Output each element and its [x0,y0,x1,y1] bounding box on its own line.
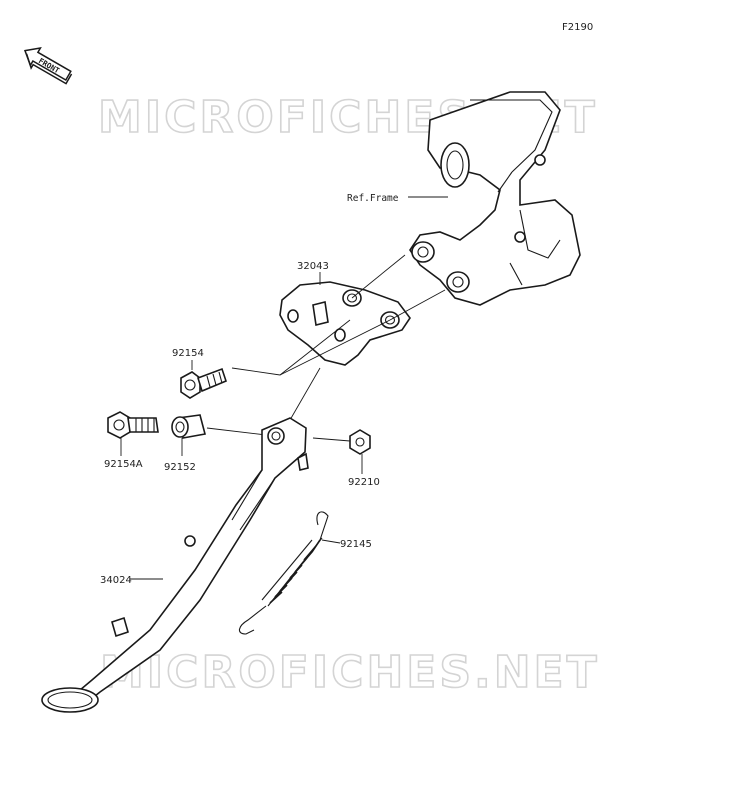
leader-stand-to-bracket [289,367,321,421]
label-92210: 92210 [348,477,380,488]
ref-frame: Ref.Frame [347,91,581,306]
label-32043: 32043 [297,261,329,272]
label-92154: 92154 [172,348,204,359]
label-92152: 92152 [164,462,196,473]
collar-92152: 92152 [164,414,276,473]
nut-92210: 92210 [312,429,380,488]
label-34024: 34024 [100,575,132,586]
bracket-32043: 32043 [279,254,446,366]
label-92154a: 92154A [104,459,143,470]
front-arrow-icon: FRONT [23,46,73,85]
watermark-bottom: MICROFICHES.NET [100,647,600,698]
ref-frame-label: Ref.Frame [347,193,399,204]
leader-bolt-to-bracket-2 [279,319,391,376]
bolt-92154: 92154 [172,348,227,399]
side-stand-34024: 34024 [41,417,309,713]
figure-code: F2190 [562,22,593,33]
bolt-92154a: 92154A [104,411,159,470]
label-92145: 92145 [340,539,372,550]
spring-92145: 92145 [238,511,372,635]
